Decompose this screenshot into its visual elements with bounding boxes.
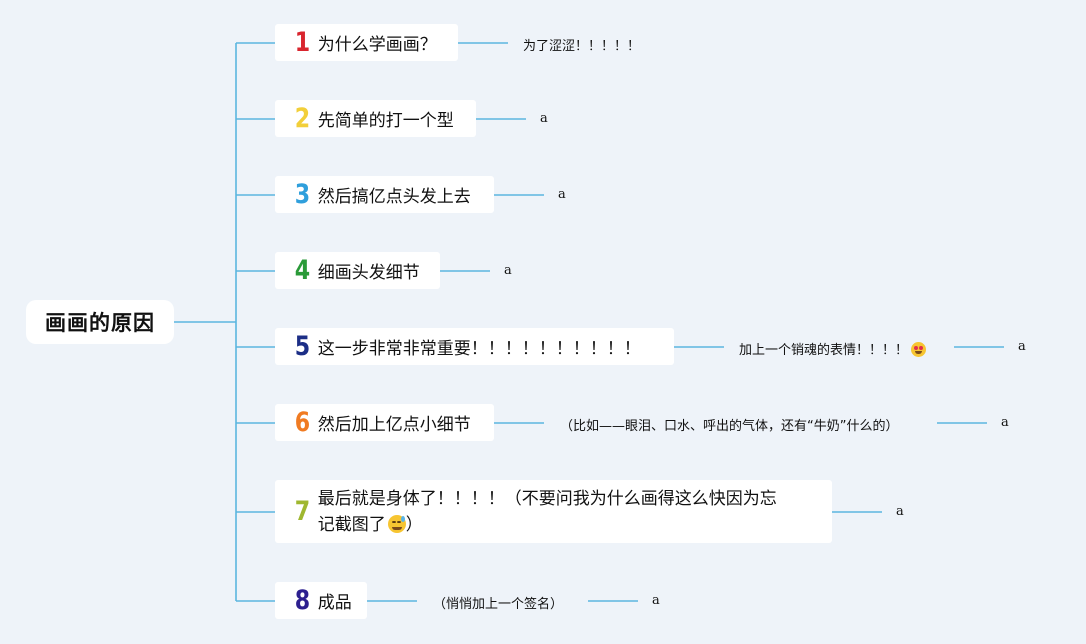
grinning-sweat-emoji-icon xyxy=(387,514,406,533)
topic-1[interactable]: 1 为什么学画画？ xyxy=(275,24,458,61)
number-1-icon: 1 xyxy=(294,27,311,58)
heart-eyes-emoji-icon xyxy=(911,342,927,357)
topic-2[interactable]: 2 先简单的打一个型 xyxy=(275,100,476,137)
topic-5-leaf[interactable]: a xyxy=(1018,339,1026,354)
topic-8[interactable]: 8 成品 xyxy=(275,582,367,619)
topic-3-leaf[interactable]: a xyxy=(558,187,566,202)
number-4-icon: 4 xyxy=(294,255,311,286)
root-topic-label: 画画的原因 xyxy=(45,311,155,335)
topic-4-label: 细画头发细节 xyxy=(317,263,420,283)
topic-8-subtopic[interactable]: （悄悄加上一个签名） xyxy=(433,597,564,612)
topic-8-label: 成品 xyxy=(317,593,352,613)
topic-8-leaf[interactable]: a xyxy=(652,593,660,608)
topic-7-label-line2: 记截图了 xyxy=(317,514,386,535)
topic-5[interactable]: 5 这一步非常非常重要！！！！！！！！！！ xyxy=(275,328,674,365)
root-topic[interactable]: 画画的原因 xyxy=(26,300,174,344)
topic-6[interactable]: 6 然后加上亿点小细节 xyxy=(275,404,494,441)
number-2-icon: 2 xyxy=(294,103,311,134)
number-6-icon: 6 xyxy=(294,407,311,438)
topic-1-subtopic[interactable]: 为了涩涩！！！！！ xyxy=(523,39,641,54)
topic-7-label: 最后就是身体了！！！！（不要问我为什么画得这么快因为忘 记截图了 ） xyxy=(318,486,777,538)
topic-5-label: 这一步非常非常重要！！！！！！！！！！ xyxy=(317,339,641,359)
number-5-icon: 5 xyxy=(294,331,311,362)
topic-7-leaf[interactable]: a xyxy=(896,504,904,519)
number-7-icon: 7 xyxy=(294,496,311,527)
number-3-icon: 3 xyxy=(294,179,311,210)
topic-7-label-line1: 最后就是身体了！！！！（不要问我为什么画得这么快因为忘 xyxy=(317,488,777,509)
topic-4-leaf[interactable]: a xyxy=(504,263,512,278)
topic-2-label: 先简单的打一个型 xyxy=(317,111,454,131)
number-8-icon: 8 xyxy=(294,585,311,616)
topic-3[interactable]: 3 然后搞亿点头发上去 xyxy=(275,176,494,213)
topic-7[interactable]: 7 最后就是身体了！！！！（不要问我为什么画得这么快因为忘 记截图了 ） xyxy=(275,480,832,543)
topic-2-leaf[interactable]: a xyxy=(540,111,548,126)
topic-1-label: 为什么学画画？ xyxy=(317,35,437,55)
topic-7-label-line2-suffix: ） xyxy=(405,514,423,535)
topic-6-subtopic[interactable]: （比如——眼泪、口水、呼出的气体，还有“牛奶”什么的） xyxy=(560,419,899,434)
topic-5-subtopic[interactable]: 加上一个销魂的表情！！！！ xyxy=(739,339,927,358)
topic-3-label: 然后搞亿点头发上去 xyxy=(317,187,471,207)
topic-4[interactable]: 4 细画头发细节 xyxy=(275,252,440,289)
topic-6-label: 然后加上亿点小细节 xyxy=(317,415,471,435)
topic-5-subtopic-label: 加上一个销魂的表情！！！！ xyxy=(739,343,909,358)
topic-6-leaf[interactable]: a xyxy=(1001,415,1009,430)
